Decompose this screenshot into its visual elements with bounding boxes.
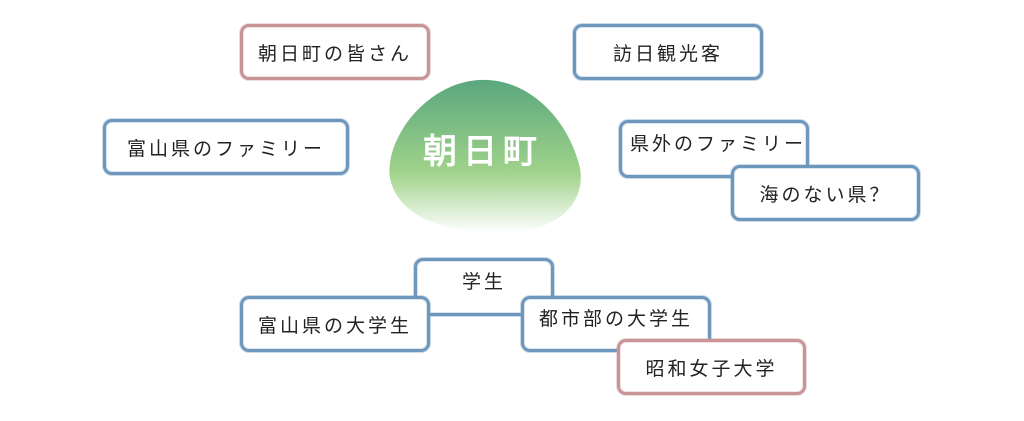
node-toyama-students[interactable]: 富山県の大学生 <box>240 296 430 352</box>
node-inbound-tourists[interactable]: 訪日観光客 <box>573 24 763 80</box>
node-students[interactable]: 学生 <box>414 258 554 316</box>
node-showa-womens[interactable]: 昭和女子大学 <box>617 339 806 395</box>
node-asahi-residents[interactable]: 朝日町の皆さん <box>240 24 430 80</box>
node-outside-family[interactable]: 県外のファミリー <box>619 120 809 178</box>
node-landlocked[interactable]: 海のない県？ <box>731 165 920 221</box>
center-blob <box>389 79 581 234</box>
center-label: 朝日町 <box>423 132 543 172</box>
node-toyama-family[interactable]: 富山県のファミリー <box>103 119 349 175</box>
